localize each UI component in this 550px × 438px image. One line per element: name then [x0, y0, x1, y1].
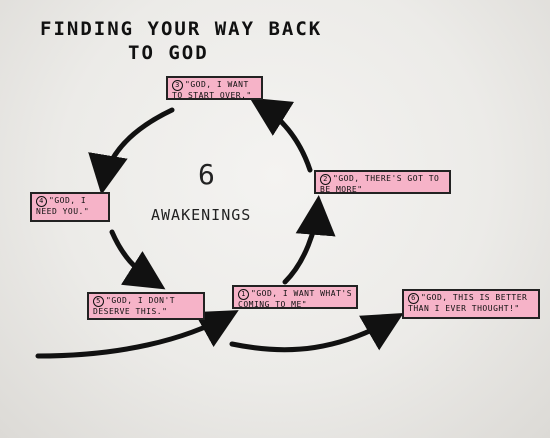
step-4-box: 4"GOD, I NEED YOU." — [30, 192, 110, 222]
step-3-box: 3"GOD, I WANT TO START OVER." — [166, 76, 263, 100]
step-3-text: "GOD, I WANT TO START OVER." — [172, 80, 252, 100]
step-2-text: "GOD, THERE'S GOT TO BE MORE" — [320, 174, 440, 194]
arrow-2-to-3 — [249, 97, 313, 173]
title-line-2: TO GOD — [128, 42, 209, 64]
arrow-1-to-2 — [282, 195, 336, 285]
step-4-text: "GOD, I NEED YOU." — [36, 196, 90, 216]
arrow-entry-to-1 — [35, 310, 239, 359]
step-1-number: 1 — [238, 289, 249, 300]
center-label: AWAKENINGS — [151, 206, 252, 224]
step-1-box: 1"GOD, I WANT WHAT'S COMING TO ME" — [232, 285, 358, 309]
step-2-number: 2 — [320, 174, 331, 185]
step-5-number: 5 — [93, 296, 104, 307]
step-6-box: 6"GOD, THIS IS BETTER THAN I EVER THOUGH… — [402, 289, 540, 319]
arrow-1-to-6 — [229, 312, 404, 353]
step-4-number: 4 — [36, 196, 47, 207]
step-5-box: 5"GOD, I DON'T DESERVE THIS." — [87, 292, 205, 320]
step-3-number: 3 — [172, 80, 183, 91]
arrow-4-to-5 — [109, 229, 166, 290]
step-5-text: "GOD, I DON'T DESERVE THIS." — [93, 296, 176, 316]
arrow-3-to-4 — [88, 107, 175, 195]
title-line-1: FINDING YOUR WAY BACK — [40, 18, 323, 40]
step-6-text: "GOD, THIS IS BETTER THAN I EVER THOUGHT… — [408, 293, 528, 313]
step-6-number: 6 — [408, 293, 419, 304]
step-2-box: 2"GOD, THERE'S GOT TO BE MORE" — [314, 170, 451, 194]
step-1-text: "GOD, I WANT WHAT'S COMING TO ME" — [238, 289, 353, 309]
center-number: 6 — [198, 158, 215, 191]
